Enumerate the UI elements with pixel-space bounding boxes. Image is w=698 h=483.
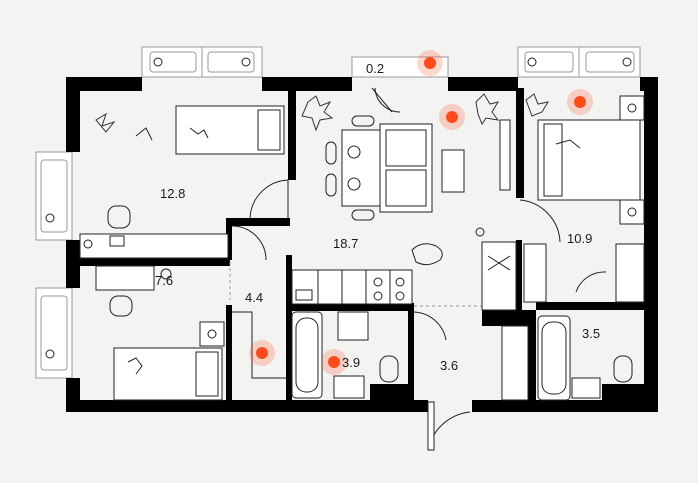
room-area-label: 7.6 (155, 273, 173, 288)
room-area-label: 12.8 (160, 186, 185, 201)
furniture-bathrooms (291, 311, 633, 401)
room-area-label: 18.7 (333, 236, 358, 251)
hotspot-balcony[interactable] (424, 57, 436, 69)
furniture-room-d (95, 265, 225, 401)
windows (35, 46, 641, 379)
furniture-room-c (523, 93, 645, 303)
hotspot-bedroom[interactable] (574, 96, 586, 108)
room-area-label: 3.6 (440, 358, 458, 373)
room-area-label: 4.4 (245, 290, 263, 305)
room-area-label: 0.2 (366, 61, 384, 76)
furniture-room-b (291, 93, 517, 311)
hotspots (249, 50, 593, 375)
walls (66, 77, 658, 412)
hotspot-wardrobe[interactable] (256, 347, 268, 359)
doors (229, 87, 607, 451)
hotspot-bathroom[interactable] (328, 356, 340, 368)
window-balcony (351, 56, 449, 78)
hotspot-living[interactable] (446, 111, 458, 123)
room-labels: 12.8 18.7 10.9 7.6 4.4 3.9 3.6 3.5 0.2 (155, 61, 600, 373)
furniture-room-a (79, 105, 285, 259)
room-area-label: 3.5 (582, 326, 600, 341)
room-area-label: 3.9 (342, 355, 360, 370)
furniture-room-e (232, 311, 286, 379)
room-area-label: 10.9 (567, 231, 592, 246)
